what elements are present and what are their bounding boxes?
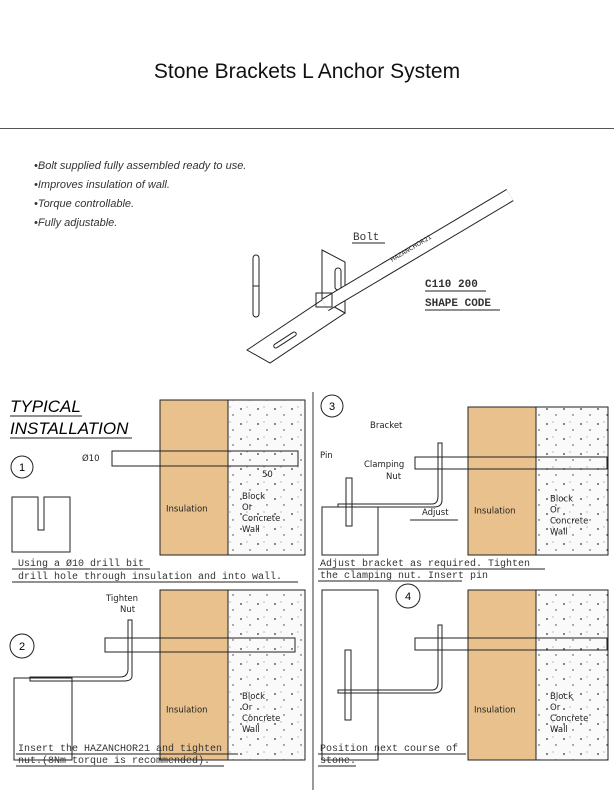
insulation-layer bbox=[467, 406, 537, 556]
drill-bit bbox=[111, 450, 299, 467]
wall-label: Or bbox=[550, 703, 561, 713]
step-3: 3 Bracket Pin Clamping Nut Adjust Adjust… bbox=[318, 394, 608, 582]
anchor-bolt bbox=[414, 456, 608, 470]
step-caption: nut.(8Nm torque is recommended). bbox=[18, 755, 210, 767]
feature-list: Bolt supplied fully assembled ready to u… bbox=[34, 160, 247, 236]
wall-label: Concrete bbox=[550, 714, 588, 724]
step-caption: stone. bbox=[320, 756, 356, 767]
bolt-label: Bolt bbox=[353, 232, 379, 244]
wall-section: Insulation Block Or Concrete Wall bbox=[159, 399, 306, 556]
wall-label: Or bbox=[242, 503, 253, 513]
wall-label: Block bbox=[550, 495, 573, 505]
step-number: 2 bbox=[19, 641, 25, 653]
stone-slab bbox=[11, 496, 71, 553]
concrete-wall bbox=[535, 406, 609, 556]
anchor-bolt bbox=[104, 637, 296, 653]
step-caption: the clamping nut. Insert pin bbox=[320, 570, 488, 582]
wall-label: Block bbox=[242, 492, 265, 502]
step-number: 3 bbox=[329, 401, 335, 413]
pin bbox=[345, 477, 353, 527]
wall-section: Insulation Block Or Concrete Wall bbox=[467, 589, 609, 761]
wall-label: Block bbox=[242, 692, 265, 702]
tighten-label: Tighten bbox=[105, 594, 138, 604]
stone-slab bbox=[321, 506, 379, 556]
wall-section: Insulation Block Or Concrete Wall bbox=[159, 589, 306, 761]
feature-item: Torque controllable. bbox=[34, 198, 246, 217]
adjust-label: Adjust bbox=[422, 508, 449, 518]
bracket-product-illustration: HAZANCHOR21 Bolt C110 200 SHAPE CODE bbox=[246, 188, 514, 364]
depth-label: 50 bbox=[262, 470, 273, 480]
wall-label: Wall bbox=[242, 725, 260, 735]
divider bbox=[0, 128, 614, 129]
l-bracket bbox=[29, 619, 133, 682]
stone-slab bbox=[13, 677, 73, 761]
section-heading: INSTALLATION bbox=[10, 419, 129, 438]
step-caption: Position next course of bbox=[320, 743, 458, 755]
wall-label: Concrete bbox=[242, 714, 280, 724]
pin-label: Pin bbox=[320, 451, 333, 461]
concrete-wall bbox=[227, 399, 306, 556]
shape-code-label: SHAPE CODE bbox=[425, 298, 491, 310]
concrete-wall bbox=[227, 589, 306, 761]
insulation-layer bbox=[467, 589, 537, 761]
wall-label: Or bbox=[242, 703, 253, 713]
pin bbox=[344, 649, 352, 721]
step-number: 1 bbox=[19, 462, 25, 474]
insulation-label: Insulation bbox=[474, 705, 516, 715]
wall-label: Wall bbox=[550, 725, 568, 735]
step-caption: drill hole through insulation and into w… bbox=[18, 571, 282, 583]
step-caption: Using a Ø10 drill bit bbox=[18, 558, 144, 570]
insulation-label: Insulation bbox=[166, 505, 208, 515]
wall-label: Block bbox=[550, 692, 573, 702]
step-number: 4 bbox=[405, 591, 411, 603]
anchor-bolt bbox=[414, 637, 608, 651]
insulation-layer bbox=[159, 589, 229, 761]
stone-slab bbox=[321, 589, 379, 761]
step-caption: Insert the HAZANCHOR21 and tighten bbox=[18, 743, 222, 755]
clamping-label: Clamping bbox=[364, 460, 404, 470]
bracket-label: Bracket bbox=[370, 421, 403, 431]
l-bracket bbox=[337, 442, 443, 508]
feature-item: Bolt supplied fully assembled ready to u… bbox=[34, 160, 247, 179]
wall-label: Concrete bbox=[550, 517, 588, 527]
step-4: 4 Position next course of stone. bbox=[318, 583, 608, 767]
wall-label: Or bbox=[550, 506, 561, 516]
l-bracket bbox=[337, 624, 443, 694]
insulation-layer bbox=[159, 399, 229, 556]
wall-label: Concrete bbox=[242, 514, 280, 524]
wall-label: Wall bbox=[550, 528, 568, 538]
section-heading: TYPICAL bbox=[10, 397, 81, 416]
wall-section: Insulation Block Or Concrete Wall bbox=[467, 406, 609, 556]
step-caption: Adjust bracket as required. Tighten bbox=[320, 558, 530, 570]
insulation-label: Insulation bbox=[474, 507, 516, 517]
tighten-label: Nut bbox=[120, 605, 136, 615]
step-2: 2 Tighten Nut Insert the HAZANCHOR21 and… bbox=[9, 594, 296, 767]
feature-item: Improves insulation of wall. bbox=[34, 179, 246, 198]
page-title: Stone Brackets L Anchor System bbox=[153, 60, 461, 83]
feature-item: Fully adjustable. bbox=[34, 217, 246, 236]
shape-code: C110 200 bbox=[425, 279, 478, 291]
wall-label: Wall bbox=[242, 525, 260, 535]
insulation-label: Insulation bbox=[166, 705, 208, 715]
clamping-label: Nut bbox=[386, 472, 402, 482]
diameter-label: Ø10 bbox=[82, 453, 100, 464]
step-1: 1 Ø10 50 Using a Ø10 drill bit drill hol… bbox=[10, 450, 299, 583]
concrete-wall bbox=[535, 589, 609, 761]
